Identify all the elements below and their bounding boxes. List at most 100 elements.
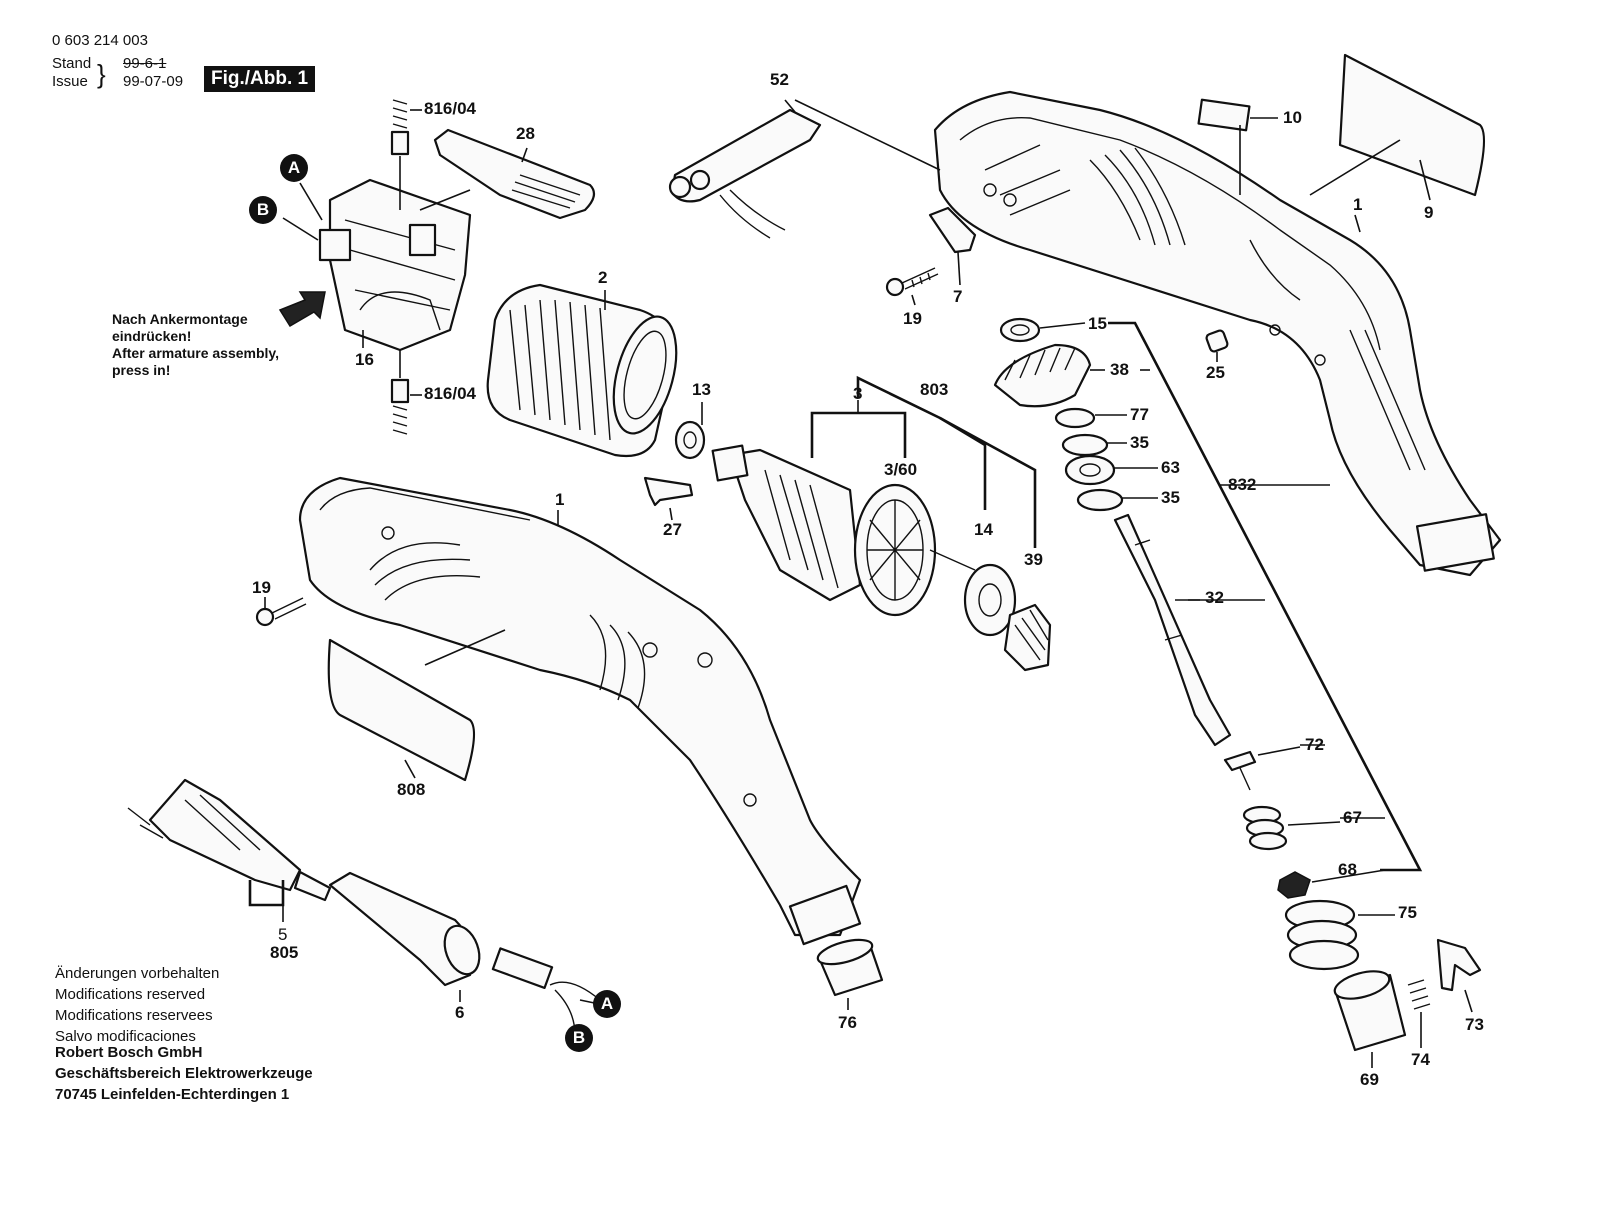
label-25: 25 (1206, 363, 1225, 382)
label-35-top: 35 (1130, 433, 1149, 452)
label-52: 52 (770, 70, 789, 89)
bevel-gear-38 (993, 343, 1092, 408)
cord-protector-6 (328, 871, 481, 987)
footer-mod-en: Modifications reserved (55, 986, 206, 1003)
label-28: 28 (516, 124, 535, 143)
label-67: 67 (1343, 808, 1362, 827)
figure-label: Fig./Abb. 1 (204, 66, 316, 92)
label-77: 77 (1130, 405, 1149, 424)
clip-27 (643, 476, 694, 507)
instruction-de-2: eindrücken! (112, 328, 192, 344)
spring-74 (1407, 979, 1431, 1010)
armature-3 (711, 444, 976, 617)
label-6: 6 (455, 1003, 465, 1022)
key-72 (1223, 750, 1257, 791)
spring-75 (1284, 899, 1360, 971)
label-19-left: 19 (252, 578, 271, 597)
label-27: 27 (663, 520, 682, 539)
label-803: 803 (920, 380, 949, 399)
ring-77 (1054, 407, 1096, 429)
old-date: 99-6-1 (123, 55, 167, 72)
footer-mod-es: Salvo modificaciones (55, 1028, 196, 1045)
label-39: 39 (1024, 550, 1043, 569)
brace: } (97, 59, 106, 89)
label-816-top: 816/04 (424, 99, 476, 118)
instruction-en-2: press in! (112, 362, 171, 378)
label-75: 75 (1398, 903, 1417, 922)
label-plate-9 (1338, 53, 1486, 197)
bracket-5 (248, 880, 285, 907)
stand-label: Stand (52, 55, 92, 72)
label-10: 10 (1283, 108, 1302, 127)
label-38: 38 (1110, 360, 1129, 379)
housing-half-left (298, 476, 862, 946)
footer-company: Robert Bosch GmbH (55, 1044, 203, 1061)
guide-plate-28 (433, 128, 596, 220)
label-14: 14 (974, 520, 993, 539)
label-808: 808 (397, 780, 426, 799)
plug-cord-5 (127, 778, 332, 902)
instruction-de-1: Nach Ankermontage (112, 311, 248, 327)
label-9: 9 (1424, 203, 1434, 222)
cable-end (491, 947, 601, 1036)
stator-2 (486, 283, 678, 458)
marker-a-bottom: A (593, 990, 621, 1018)
lock-nut-69 (1333, 970, 1407, 1052)
marker-a-top: A (280, 154, 308, 182)
screw-19-top (885, 267, 939, 297)
marker-b-top: B (249, 196, 277, 224)
marker-b-bottom: B (565, 1024, 593, 1052)
label-plate-808 (327, 638, 476, 782)
bearing-13 (674, 420, 706, 460)
label-3: 3 (853, 384, 863, 403)
footer-division: Geschäftsbereich Elektrowerkzeuge (55, 1065, 313, 1082)
label-73: 73 (1465, 1015, 1484, 1034)
label-1-left: 1 (555, 490, 565, 509)
instruction-en-1: After armature assembly, (112, 345, 280, 361)
label-35-bottom: 35 (1161, 488, 1180, 507)
part-number: 0 603 214 003 (52, 32, 148, 49)
label-1-top: 1 (1353, 195, 1363, 214)
circlip-35-top (1061, 433, 1109, 457)
bracket-803-b (939, 416, 987, 510)
label-19-top: 19 (903, 309, 922, 328)
screw-19-left (255, 597, 307, 627)
label-13: 13 (692, 380, 711, 399)
cord-clamp-7 (928, 206, 977, 254)
label-15: 15 (1088, 314, 1107, 333)
label-2: 2 (598, 268, 608, 287)
bearing-63 (1064, 454, 1116, 486)
label-805: 805 (270, 943, 299, 962)
issue-date: 99-07-09 (123, 73, 184, 90)
bracket-3 (810, 411, 907, 458)
spindle-32 (1113, 513, 1232, 747)
switch-52 (668, 108, 822, 239)
nut-68 (1277, 871, 1311, 899)
bearing-14 (963, 563, 1017, 637)
carbon-brush-bottom (390, 350, 410, 435)
pin-25 (1205, 329, 1229, 353)
housing-half-right (933, 90, 1502, 577)
label-32: 32 (1205, 588, 1224, 607)
label-63: 63 (1161, 458, 1180, 477)
footer-address: 70745 Leinfelden-Echterdingen 1 (55, 1086, 290, 1103)
cap-76 (816, 938, 884, 997)
label-3-60: 3/60 (884, 460, 918, 479)
label-10 (1197, 98, 1251, 132)
press-arrow (278, 291, 326, 328)
circlip-35-bottom (1076, 488, 1124, 512)
issue-label: Issue (52, 73, 88, 90)
label-72: 72 (1305, 735, 1324, 754)
label-74: 74 (1411, 1050, 1430, 1069)
brush-holder-16 (318, 178, 472, 352)
lever-73 (1436, 938, 1482, 992)
pinion-39 (1003, 603, 1052, 672)
footer-mod-fr: Modifications reservees (55, 1007, 213, 1024)
bracket-832 (1108, 321, 1423, 872)
carbon-brush-top (390, 99, 410, 210)
label-68: 68 (1338, 860, 1357, 879)
label-816-bottom: 816/04 (424, 384, 476, 403)
bearing-15 (999, 317, 1041, 343)
spring-67 (1242, 805, 1288, 851)
